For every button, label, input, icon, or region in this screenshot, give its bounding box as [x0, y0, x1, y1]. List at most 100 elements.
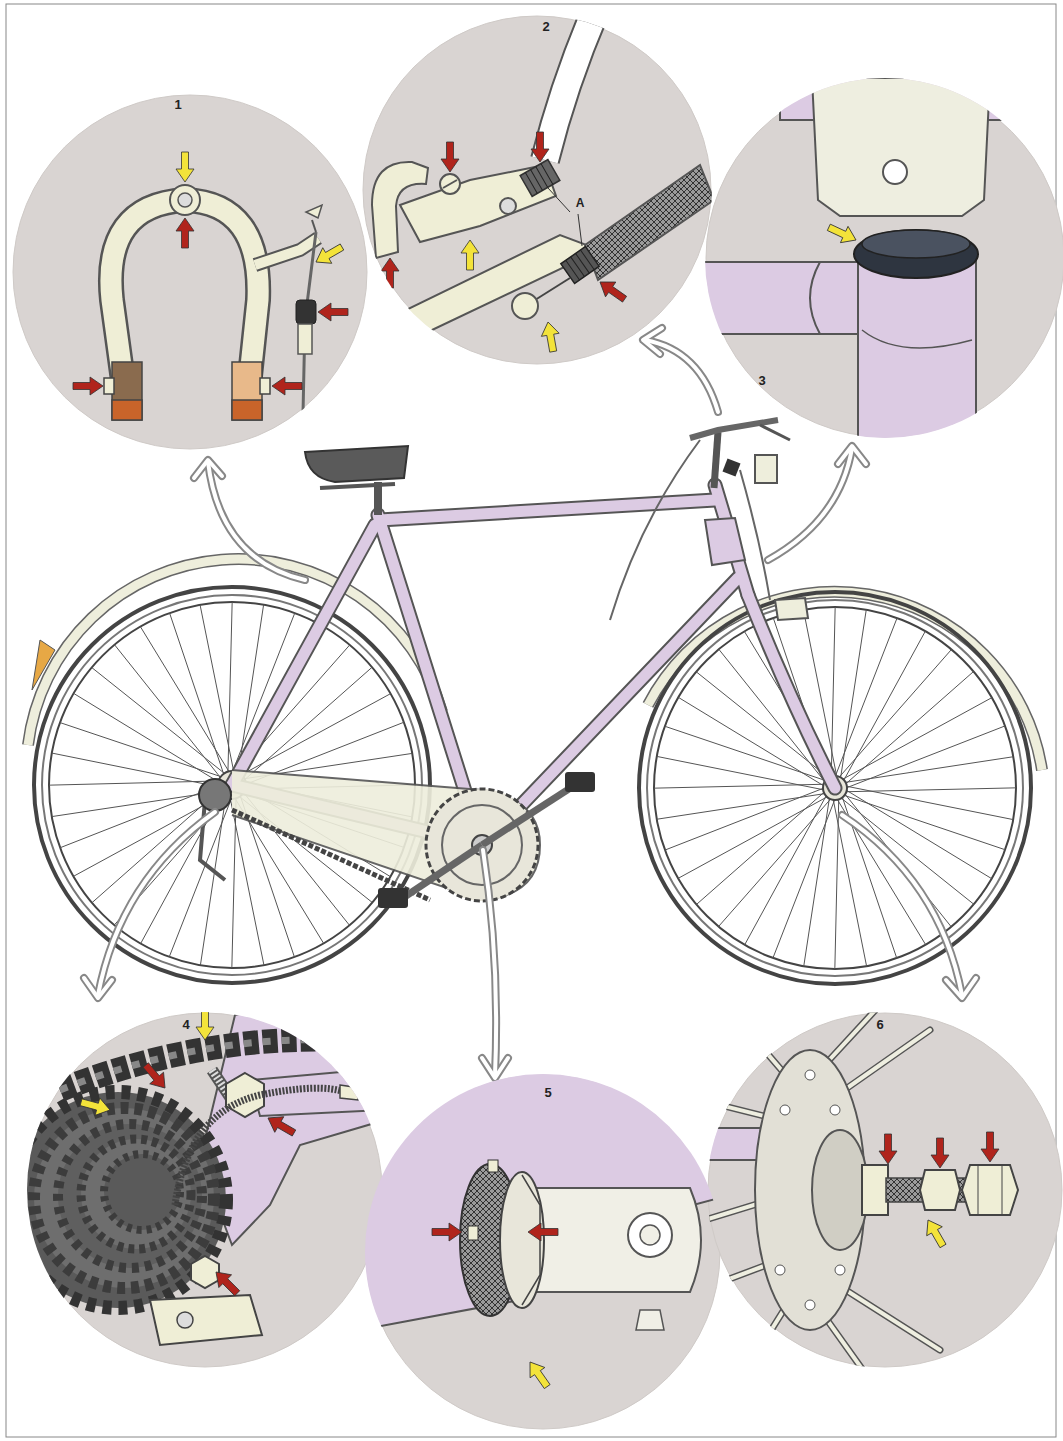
caliper-brake [73, 152, 348, 460]
pointer-arrow-part-part [842, 815, 962, 995]
caliper-brake-part [306, 205, 322, 218]
hub-part-part [700, 1005, 940, 1380]
hub-part [879, 1134, 897, 1164]
freewheel-part [81, 1139, 191, 1249]
pointer-arrow-part-part [838, 446, 866, 464]
hub-part-part-part [705, 1200, 770, 1220]
brake-lever-part [531, 132, 549, 162]
callout-number: 2 [542, 19, 549, 34]
inset-circle: 6 [707, 1012, 1063, 1368]
pointer-arrow-part-part [643, 328, 662, 354]
brake-lever-part-part [566, 250, 595, 280]
caliper-brake-part [312, 220, 316, 232]
caliper-brake-part [170, 185, 200, 215]
caliper-brake-part [104, 378, 114, 394]
hub-part-part-part [730, 1010, 790, 1080]
brake-lever-part [372, 162, 428, 258]
caliper-brake-part [260, 378, 270, 394]
pointer-arrow-part-part [482, 1058, 508, 1078]
spoke [804, 798, 830, 967]
caliper-brake-part [232, 362, 262, 420]
hub-part [962, 1165, 1018, 1215]
bottom-bracket [360, 1070, 730, 1392]
freewheel-part [210, 1266, 244, 1300]
callout-number: 4 [182, 1017, 189, 1032]
circle-outline [365, 1074, 721, 1430]
bottom-bracket-part [488, 1160, 498, 1172]
bottom-bracket-part [468, 1226, 478, 1240]
freewheel-part [60, 1040, 340, 1090]
spoke [92, 668, 226, 775]
frame-part-part [380, 500, 715, 520]
pointer-arrow-part-part [842, 815, 962, 995]
hub-part [862, 1165, 888, 1215]
bottom-bracket-part [523, 1357, 555, 1392]
handlebar [610, 420, 808, 620]
bottom-bracket-part [500, 1172, 544, 1308]
inset-circle: 1 [12, 94, 368, 450]
hub-part [805, 1070, 815, 1080]
freewheel-part [139, 1059, 172, 1094]
hub-part-part [700, 1005, 940, 1380]
caliper-brake-part [255, 238, 318, 265]
pointer-arrow-part-part [483, 850, 496, 1075]
brake-lever [365, 0, 714, 353]
caliper-brake-part [112, 362, 142, 420]
hub-part [805, 1300, 815, 1310]
caliper-brake-part [318, 303, 348, 321]
pointer-arrow-part-part [483, 850, 496, 1075]
inset-circle: 3 [705, 78, 1063, 438]
headset-part [883, 160, 907, 184]
hub-part-part-part [700, 1100, 780, 1120]
freewheel-part [226, 1073, 264, 1117]
caliper-brake-part [176, 152, 194, 182]
callout-number: 1 [174, 97, 181, 112]
brake-lever-part [381, 258, 399, 288]
front-wheel [639, 592, 1031, 984]
spoke [845, 757, 1014, 783]
inset-background [363, 16, 711, 364]
handlebar-part [775, 598, 808, 620]
hub-part-part-part [830, 1030, 930, 1100]
hub-part [755, 1050, 865, 1330]
frame-part-part [380, 500, 715, 520]
frame-part-part [748, 595, 835, 788]
drivetrain-part [400, 845, 482, 900]
brake-lever-part-part [561, 247, 599, 284]
bottom-bracket-part [505, 1188, 701, 1292]
caliper-brake-part [298, 324, 312, 354]
freewheel-part [191, 1256, 219, 1288]
spoke [49, 781, 221, 785]
hub-part-part-part [830, 1030, 930, 1100]
spoke [843, 631, 925, 781]
hub-part [886, 1178, 966, 1202]
saddle-part [305, 446, 408, 482]
spoke [140, 627, 230, 774]
brake-lever-part [585, 165, 714, 280]
callout-number: 5 [544, 1085, 551, 1100]
hub-part [920, 1216, 951, 1251]
freewheel-part [340, 1085, 360, 1100]
freewheel-part [60, 1040, 340, 1090]
headset-part [862, 230, 970, 258]
handlebar-part [740, 470, 770, 600]
hub [700, 1005, 1018, 1380]
frame-part [705, 518, 745, 565]
circle-outline [362, 15, 712, 365]
brake-lever-part-part [525, 164, 553, 194]
inset-background [28, 1013, 382, 1367]
drivetrain-part [378, 888, 408, 908]
inset-circle: 5 [365, 1074, 721, 1430]
handlebar-part [725, 465, 738, 470]
headset-part [858, 258, 976, 458]
spoke [846, 786, 1013, 820]
hub-part-part-part [820, 1310, 870, 1380]
circle-outline [27, 1012, 383, 1368]
freewheel-part [264, 1110, 299, 1141]
hub-part [920, 1170, 960, 1210]
hub-part-part-part [820, 1310, 870, 1380]
bottom-bracket-part [522, 1175, 540, 1305]
saddle [305, 446, 408, 515]
frame-part-part [232, 525, 375, 785]
